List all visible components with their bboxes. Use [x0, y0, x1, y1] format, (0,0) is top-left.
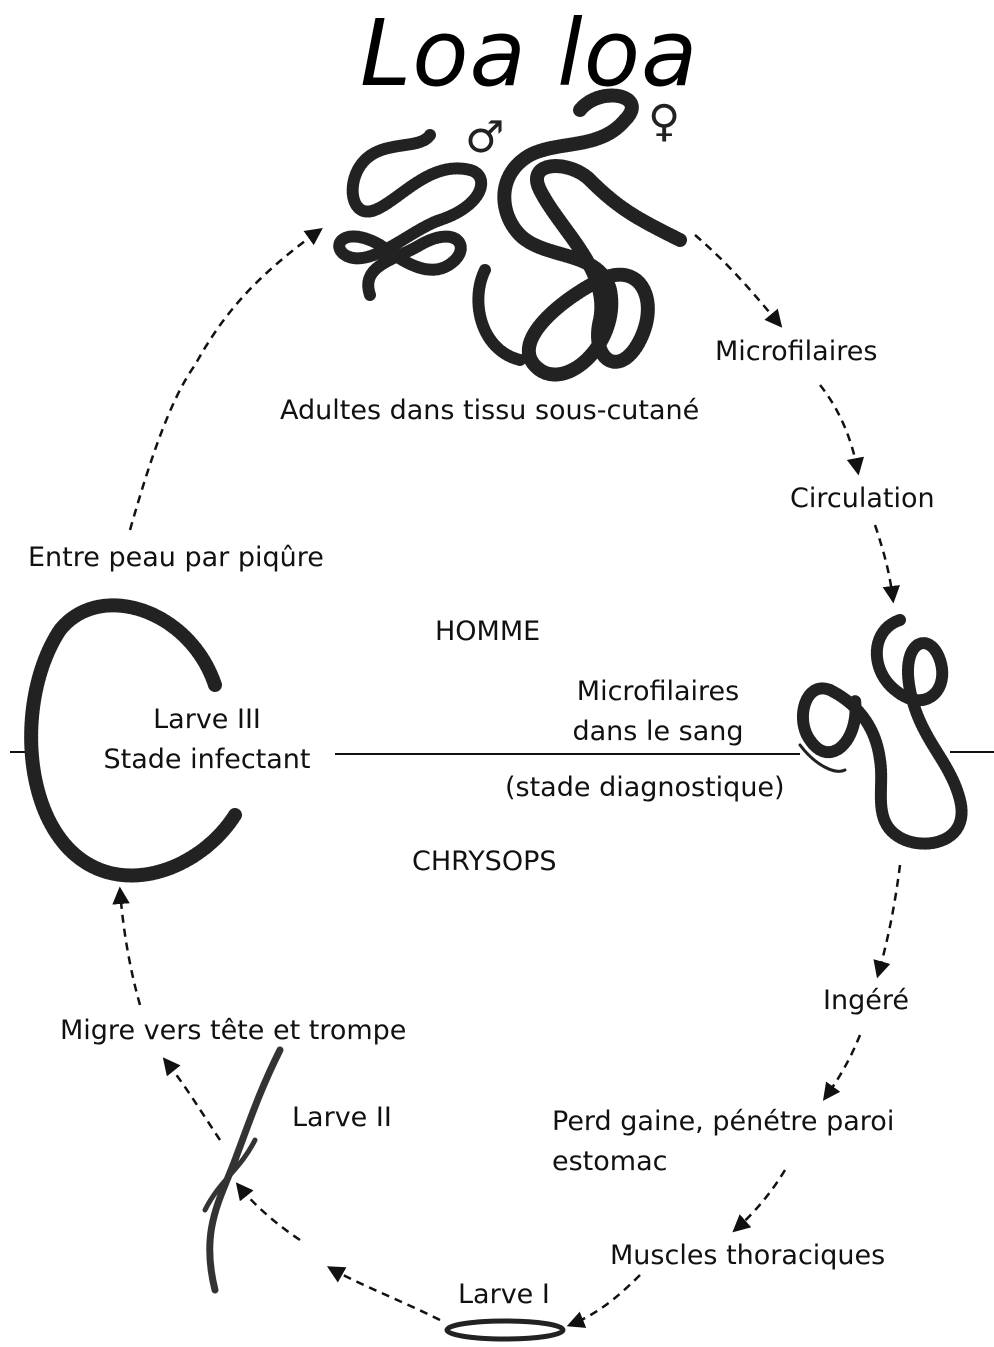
label-muscles: Muscles thoraciques [610, 1240, 885, 1272]
label-chrysops: CHRYSOPS [412, 846, 557, 878]
label-microfilaires: Microfilaires [715, 336, 877, 368]
label-larve-I: Larve I [458, 1279, 550, 1311]
arrow-perd-gaine-to-muscles [735, 1170, 785, 1230]
label-entre-peau: Entre peau par piqûre [28, 542, 324, 574]
arrow-circulation-to-blood [875, 525, 893, 600]
label-circulation: Circulation [790, 483, 935, 515]
page-title: Loa loa [360, 0, 698, 107]
label-migre: Migre vers tête et trompe [60, 1015, 406, 1047]
label-perd-gaine-line2: estomac [552, 1146, 667, 1178]
label-larve-II: Larve II [292, 1102, 392, 1134]
label-larve-III: Larve III [153, 704, 261, 736]
label-mf-sang-line2: dans le sang [572, 716, 743, 748]
arrow-larve-I-to-larve-II [330, 1268, 440, 1320]
arrow-blood-to-ingere [878, 865, 900, 975]
label-stade-infectant: Stade infectant [103, 744, 310, 776]
microfilariae-blood-illustration [800, 620, 962, 844]
larva-I-illustration [447, 1321, 563, 1339]
label-adults: Adultes dans tissu sous-cutané [280, 395, 699, 427]
label-perd-gaine-line1: Perd gaine, pénétre paroi [552, 1106, 894, 1138]
female-symbol-icon: ♀ [648, 96, 680, 147]
label-ingere: Ingéré [823, 985, 909, 1017]
label-homme: HOMME [435, 616, 540, 648]
arrow-migre-to-larve-III [120, 890, 140, 1005]
adult-worms-illustration [339, 96, 680, 375]
arrow-ingere-to-perd-gaine [825, 1035, 860, 1098]
label-mf-sang-line1: Microfilaires [577, 676, 739, 708]
arrow-adults-to-microfilaires [695, 235, 780, 325]
larva-II-illustration [205, 1050, 280, 1290]
arrow-larve-II-up-to-migre-label [165, 1060, 220, 1140]
male-symbol-icon: ♂ [465, 112, 504, 163]
arrow-larve-II-to-migre [238, 1185, 300, 1240]
label-stade-diagnostique: (stade diagnostique) [505, 772, 785, 804]
arrow-peau-to-adults [130, 230, 320, 530]
larva-III-illustration [31, 605, 235, 875]
arrow-microfilaires-to-circulation [820, 385, 858, 472]
arrow-muscles-to-larve-I [570, 1275, 640, 1325]
